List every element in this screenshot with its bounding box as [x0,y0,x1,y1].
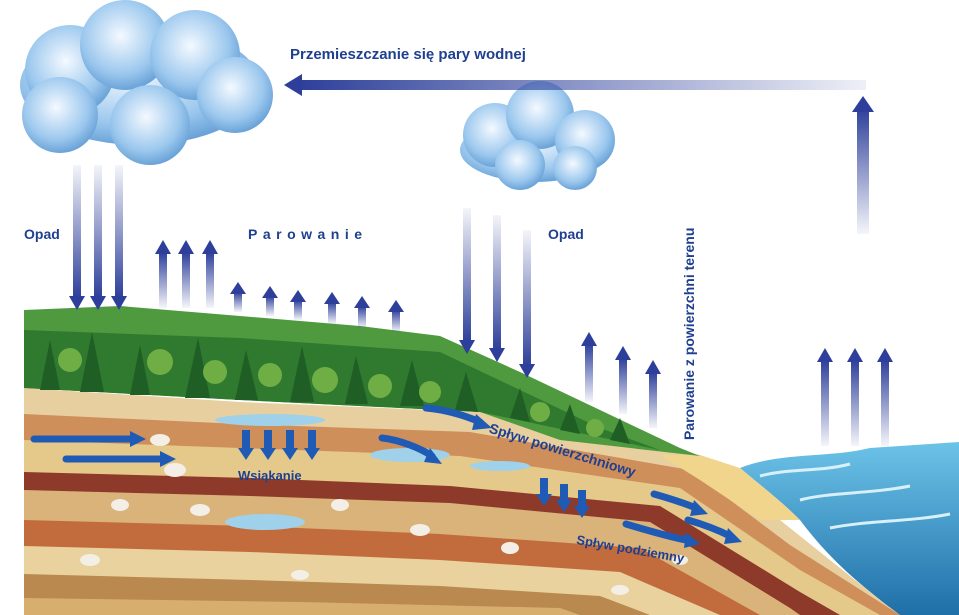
arrow-down-icon [282,430,298,460]
arrow-up-icon [581,332,597,402]
land-evaporation-arrows [581,332,661,428]
evaporation-arrows [155,240,404,332]
arrow-down-icon [238,430,254,460]
arrow-down-icon [574,490,590,518]
precipitation-middle-label: Opad [548,226,584,242]
arrow-up-icon [262,286,278,316]
arrow-up-icon [388,300,404,332]
vapor-movement-arrow [284,74,874,234]
arrow-up-icon [155,240,171,308]
land-surface-evaporation-label: Parowanie z powierzchni terenu [681,227,697,440]
arrow-down-icon [304,430,320,460]
soil-layers [24,388,959,615]
arrow-down-icon [536,478,552,506]
rain-arrows-middle [459,208,535,378]
arrow-up-icon [645,360,661,428]
flow-arrowheads [130,414,742,548]
arrow-up-icon [178,240,194,308]
arrow-up-icon [817,348,833,446]
evaporation-label: Parowanie [248,226,368,242]
arrow-down-icon [459,208,475,354]
beach [660,455,800,520]
arrow-up-icon [615,346,631,414]
arrow-up-icon [230,282,246,312]
precipitation-left-label: Opad [24,226,60,242]
arrow-down-icon [69,165,85,310]
arrow-up-icon [202,240,218,308]
infiltration-arrows [238,430,590,518]
arrow-down-icon [556,484,572,512]
vapor-movement-label: Przemieszczanie się pary wodnej [290,46,526,63]
cloud-left-icon [20,0,273,165]
cloud-middle-icon [460,81,615,190]
arrow-down-icon [111,165,127,310]
arrow-down-icon [90,165,106,310]
arrow-up-icon [877,348,893,446]
sea [740,442,959,615]
arrow-up-icon [290,290,306,320]
sea-evaporation-arrows [817,348,893,446]
arrow-down-icon [489,215,505,362]
arrow-up-icon [324,292,340,324]
forest [24,306,700,456]
rain-arrows-left [69,165,127,310]
infiltration-label: Wsiąkanie [238,468,302,483]
arrow-down-icon [519,230,535,378]
arrow-down-icon [260,430,276,460]
arrow-up-icon [354,296,370,328]
arrow-up-icon [847,348,863,446]
